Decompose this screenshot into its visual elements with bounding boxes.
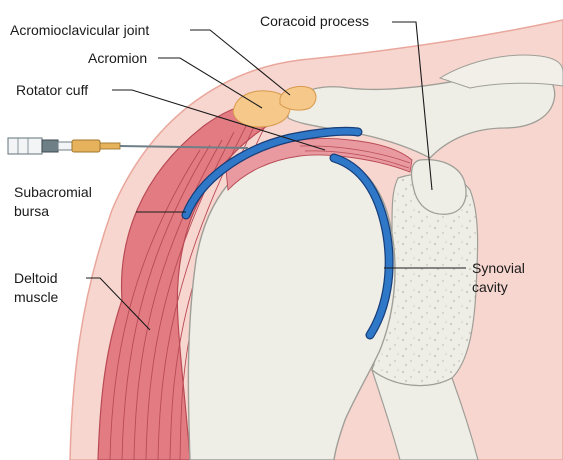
label-bursa: bursa — [14, 203, 49, 219]
label-muscle: muscle — [14, 289, 59, 305]
label-acromion: Acromion — [88, 50, 147, 66]
label-subacromial: Subacromial — [14, 184, 92, 200]
label-cavity: cavity — [472, 279, 508, 295]
label-synovial: Synovial — [472, 260, 525, 276]
label-deltoid: Deltoid — [14, 270, 58, 286]
label-rotator-cuff: Rotator cuff — [16, 82, 88, 98]
label-acromioclavicular-joint: Acromioclavicular joint — [10, 22, 149, 38]
label-coracoid-process: Coracoid process — [260, 13, 369, 29]
